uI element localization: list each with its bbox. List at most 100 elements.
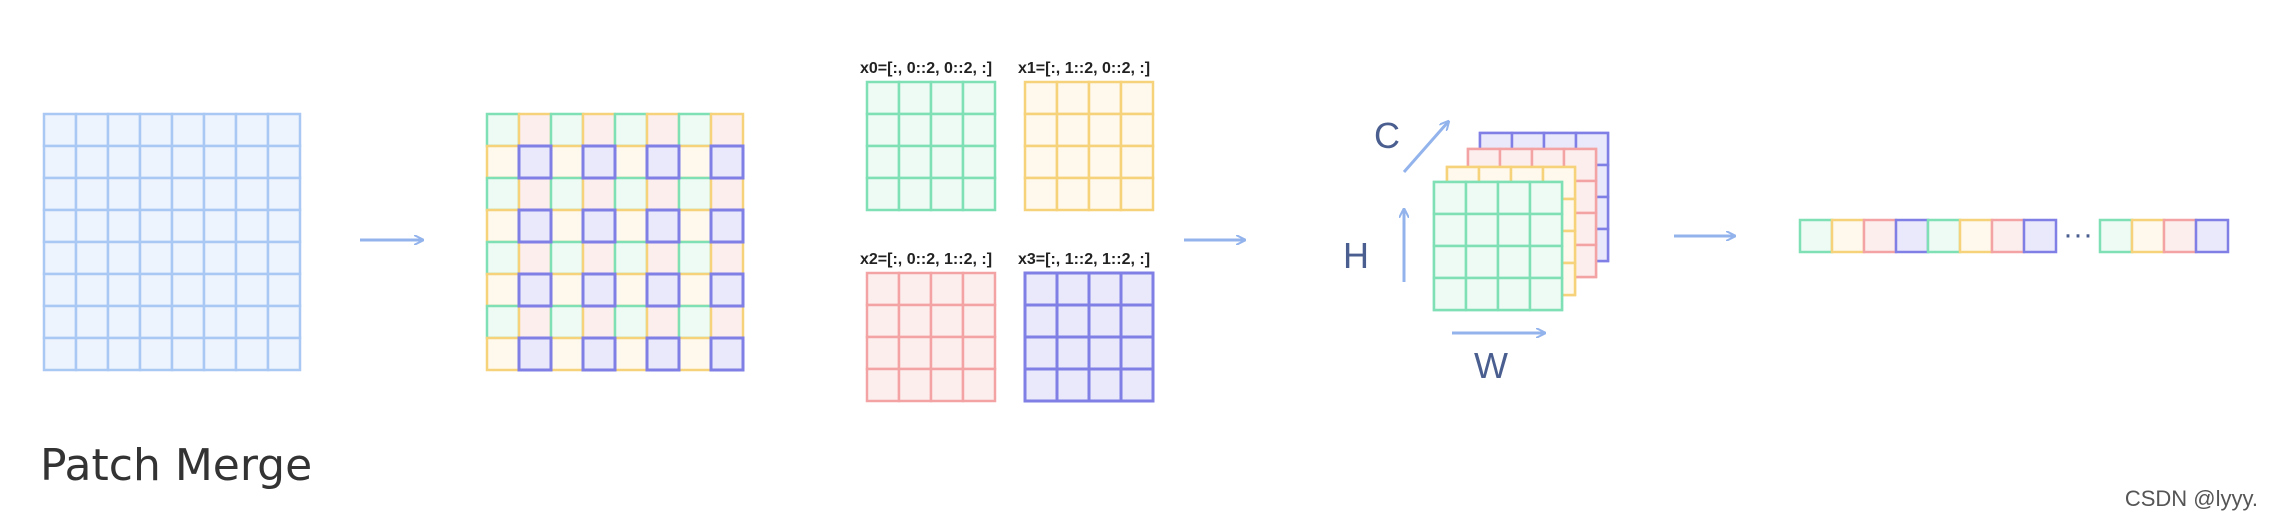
coded-grid-cell	[677, 144, 713, 180]
interleaved-patch-grid	[485, 112, 745, 372]
grid-cell	[266, 240, 302, 276]
x0-cell	[897, 80, 933, 116]
coded-grid-cell	[581, 208, 617, 244]
sequence-token	[1798, 218, 1834, 254]
channel-layer-cell	[1464, 212, 1500, 248]
channel-layer-cell	[1464, 180, 1500, 216]
coded-grid-cell	[677, 112, 713, 148]
grid-cell	[106, 112, 142, 148]
x1-cell	[1087, 176, 1123, 212]
x3-cell	[1087, 271, 1123, 307]
c-axis-arrow	[1402, 122, 1448, 173]
coded-grid-cell	[645, 112, 681, 148]
x2-cell	[865, 367, 901, 403]
coded-grid-cell	[709, 144, 745, 180]
coded-grid-cell	[581, 176, 617, 212]
grid-cell	[202, 240, 238, 276]
x1-cell	[1055, 80, 1091, 116]
grid-cell	[138, 112, 174, 148]
grid-cell	[266, 336, 302, 372]
sequence-token	[2022, 218, 2058, 254]
x0-cell	[961, 112, 997, 148]
coded-grid-cell	[645, 304, 681, 340]
x1-cell	[1055, 176, 1091, 212]
x2-cell	[929, 303, 965, 339]
x3-label: x3=[:, 1::2, 1::2, :]	[1018, 251, 1150, 268]
grid-cell	[170, 144, 206, 180]
x0-cell	[865, 176, 901, 212]
x0-cell	[897, 112, 933, 148]
x3-cell	[1119, 271, 1155, 307]
grid-cell	[74, 240, 110, 276]
x0-cell	[961, 80, 997, 116]
channel-layer-cell	[1496, 212, 1532, 248]
channel-layer-cell	[1528, 244, 1564, 280]
x1-cell	[1023, 80, 1059, 116]
x0-cell	[865, 144, 901, 180]
x2-cell	[897, 367, 933, 403]
coded-grid-cell	[645, 240, 681, 276]
grid-cell	[202, 176, 238, 212]
grid-cell	[106, 176, 142, 212]
subgrid-x2	[865, 271, 997, 403]
x2-cell	[865, 271, 901, 307]
coded-grid-cell	[677, 272, 713, 308]
coded-grid-cell	[485, 336, 521, 372]
grid-cell	[234, 208, 270, 244]
grid-cell	[74, 176, 110, 212]
x2-cell	[897, 335, 933, 371]
coded-grid-cell	[613, 176, 649, 212]
sequence-token	[2194, 218, 2230, 254]
grid-cell	[266, 112, 302, 148]
grid-cell	[106, 304, 142, 340]
grid-cell	[234, 336, 270, 372]
grid-cell	[234, 144, 270, 180]
x0-cell	[897, 144, 933, 180]
grid-cell	[266, 304, 302, 340]
coded-grid-cell	[581, 144, 617, 180]
coded-grid-cell	[709, 304, 745, 340]
x0-label: x0=[:, 0::2, 0::2, :]	[860, 60, 992, 77]
sequence-token	[1926, 218, 1962, 254]
x2-cell	[961, 367, 997, 403]
grid-cell	[74, 208, 110, 244]
grid-cell	[42, 240, 78, 276]
coded-grid-cell	[549, 272, 585, 308]
grid-cell	[234, 240, 270, 276]
grid-cell	[170, 208, 206, 244]
grid-cell	[42, 208, 78, 244]
x0-cell	[865, 80, 901, 116]
x2-cell	[961, 271, 997, 307]
coded-grid-cell	[517, 240, 553, 276]
coded-grid-cell	[677, 240, 713, 276]
grid-cell	[74, 336, 110, 372]
coded-grid-cell	[485, 304, 521, 340]
subgrid-x0	[865, 80, 997, 212]
grid-cell	[74, 144, 110, 180]
channel-layer-cell	[1496, 276, 1532, 312]
x3-cell	[1023, 335, 1059, 371]
x3-cell	[1119, 367, 1155, 403]
x1-cell	[1023, 176, 1059, 212]
x3-cell	[1055, 271, 1091, 307]
x1-cell	[1055, 144, 1091, 180]
channel-layer-cell	[1464, 244, 1500, 280]
grid-cell	[42, 336, 78, 372]
sequence-token	[2130, 218, 2166, 254]
grid-cell	[42, 144, 78, 180]
coded-grid-cell	[677, 336, 713, 372]
x3-cell	[1023, 367, 1059, 403]
x0-cell	[961, 144, 997, 180]
grid-cell	[138, 144, 174, 180]
x0-cell	[929, 176, 965, 212]
merged-token-sequence	[1798, 218, 2230, 254]
x3-cell	[1055, 367, 1091, 403]
grid-cell	[266, 208, 302, 244]
grid-cell	[266, 144, 302, 180]
x0-cell	[929, 112, 965, 148]
channel-layer-cell	[1496, 180, 1532, 216]
sequence-token	[1990, 218, 2026, 254]
grid-cell	[170, 240, 206, 276]
x2-cell	[897, 303, 933, 339]
